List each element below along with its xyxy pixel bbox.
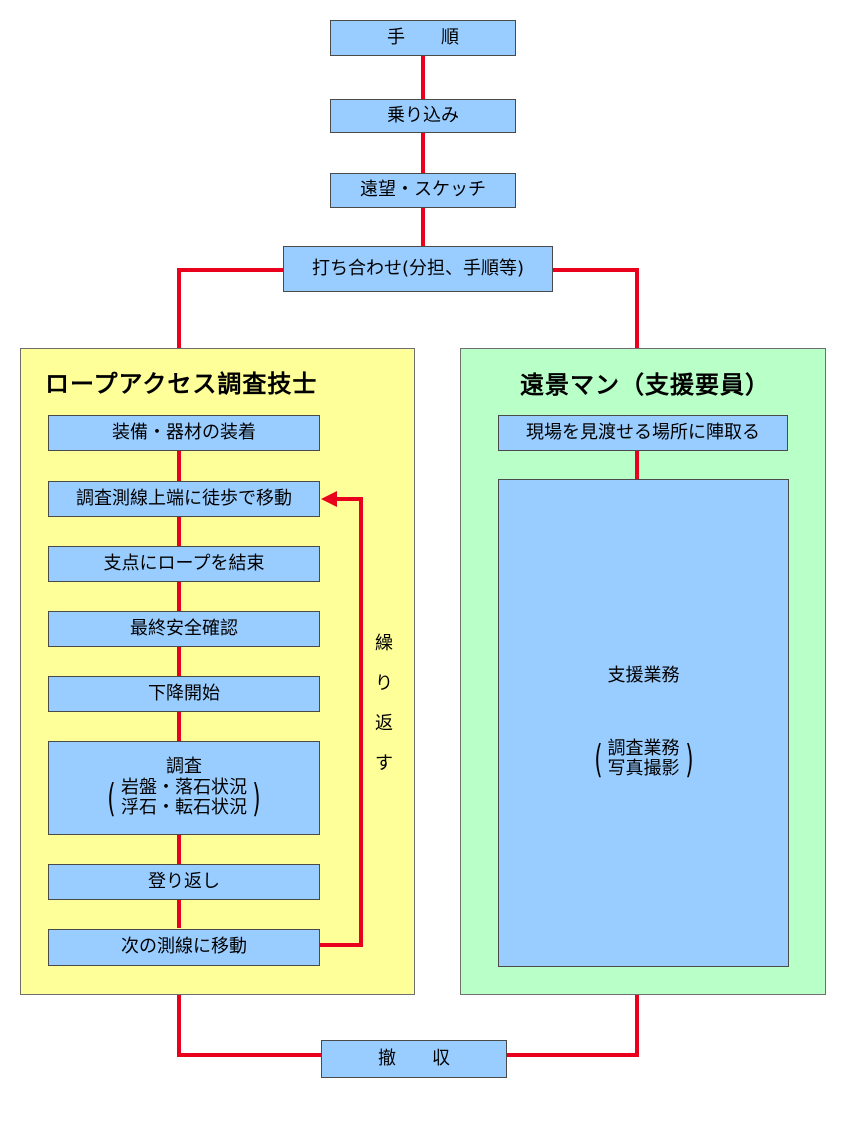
final-step-withdrawal: 撤 収 [321, 1040, 507, 1078]
step-procedure: 手 順 [330, 20, 516, 56]
left-step-final-safety-check: 最終安全確認 [48, 611, 320, 647]
repeat-label-char-1: 繰 [375, 633, 393, 654]
left-panel-title: ロープアクセス調査技士 [45, 370, 318, 398]
connector-step1-step2 [421, 56, 425, 99]
step-distant-sketch: 遠望・スケッチ [330, 173, 516, 208]
repeat-label-char-4: す [375, 753, 393, 774]
connector-left-to-final-horizontal [177, 1053, 321, 1057]
left-step-survey-title: 調査 [166, 755, 202, 777]
right-step-take-position: 現場を見渡せる場所に陣取る [498, 415, 788, 451]
left-step-move-to-survey-line: 調査測線上端に徒歩で移動 [48, 481, 320, 517]
right-step-support-duties: 支援業務 ( 調査業務 写真撮影 ) [498, 479, 789, 967]
right-support-title: 支援業務 [607, 664, 680, 686]
right-panel-vertical-connector [635, 451, 639, 479]
left-step-survey-item-list: 岩盤・落石状況 浮石・転石状況 [121, 776, 247, 819]
connector-right-branch-vertical [635, 268, 639, 348]
right-support-open-bracket: ( [594, 737, 603, 782]
left-step-survey-item-stones: 浮石・転石状況 [121, 797, 247, 819]
connector-right-to-final-vertical [635, 995, 639, 1057]
connector-step2-step3 [421, 133, 425, 173]
repeat-label: 繰 り 返 す [369, 624, 399, 784]
step-planning-meeting: 打ち合わせ(分担、手順等) [283, 246, 553, 292]
left-step-equip: 装備・器材の装着 [48, 415, 320, 451]
left-step-survey: 調査 ( 岩盤・落石状況 浮石・転石状況 ) [48, 741, 320, 835]
left-step-tie-rope: 支点にロープを結束 [48, 546, 320, 582]
right-support-close-bracket: ) [684, 737, 693, 782]
right-support-item-list: 調査業務 写真撮影 [607, 737, 680, 780]
left-step-survey-items: ( 岩盤・落石状況 浮石・転石状況 ) [104, 776, 264, 821]
left-step-survey-open-bracket: ( [107, 776, 116, 821]
step-boarding: 乗り込み [330, 99, 516, 133]
repeat-label-char-3: 返 [375, 713, 393, 734]
right-support-item-photo: 写真撮影 [607, 758, 680, 780]
connector-right-to-final-horizontal [505, 1053, 639, 1057]
left-step-move-next-line: 次の測線に移動 [48, 929, 320, 966]
connector-left-branch-vertical [177, 268, 181, 348]
left-step-survey-item-rock: 岩盤・落石状況 [121, 776, 247, 798]
right-support-item-survey: 調査業務 [607, 737, 680, 759]
left-step-survey-close-bracket: ) [252, 776, 261, 821]
left-step-climb-back: 登り返し [48, 864, 320, 900]
repeat-label-char-2: り [375, 673, 393, 694]
right-support-content: 支援業務 ( 調査業務 写真撮影 ) [591, 664, 697, 782]
connector-step3-step4 [421, 208, 425, 246]
repeat-loop-bottom [320, 943, 363, 947]
right-support-items: ( 調査業務 写真撮影 ) [591, 737, 697, 782]
repeat-loop-vertical [359, 497, 363, 947]
connector-left-branch-horizontal [177, 268, 283, 272]
left-step-start-descent: 下降開始 [48, 676, 320, 712]
right-panel-title: 遠景マン（支援要員） [520, 371, 770, 399]
connector-right-branch-horizontal [553, 268, 639, 272]
connector-left-to-final-vertical [177, 995, 181, 1057]
repeat-loop-top [333, 497, 363, 501]
